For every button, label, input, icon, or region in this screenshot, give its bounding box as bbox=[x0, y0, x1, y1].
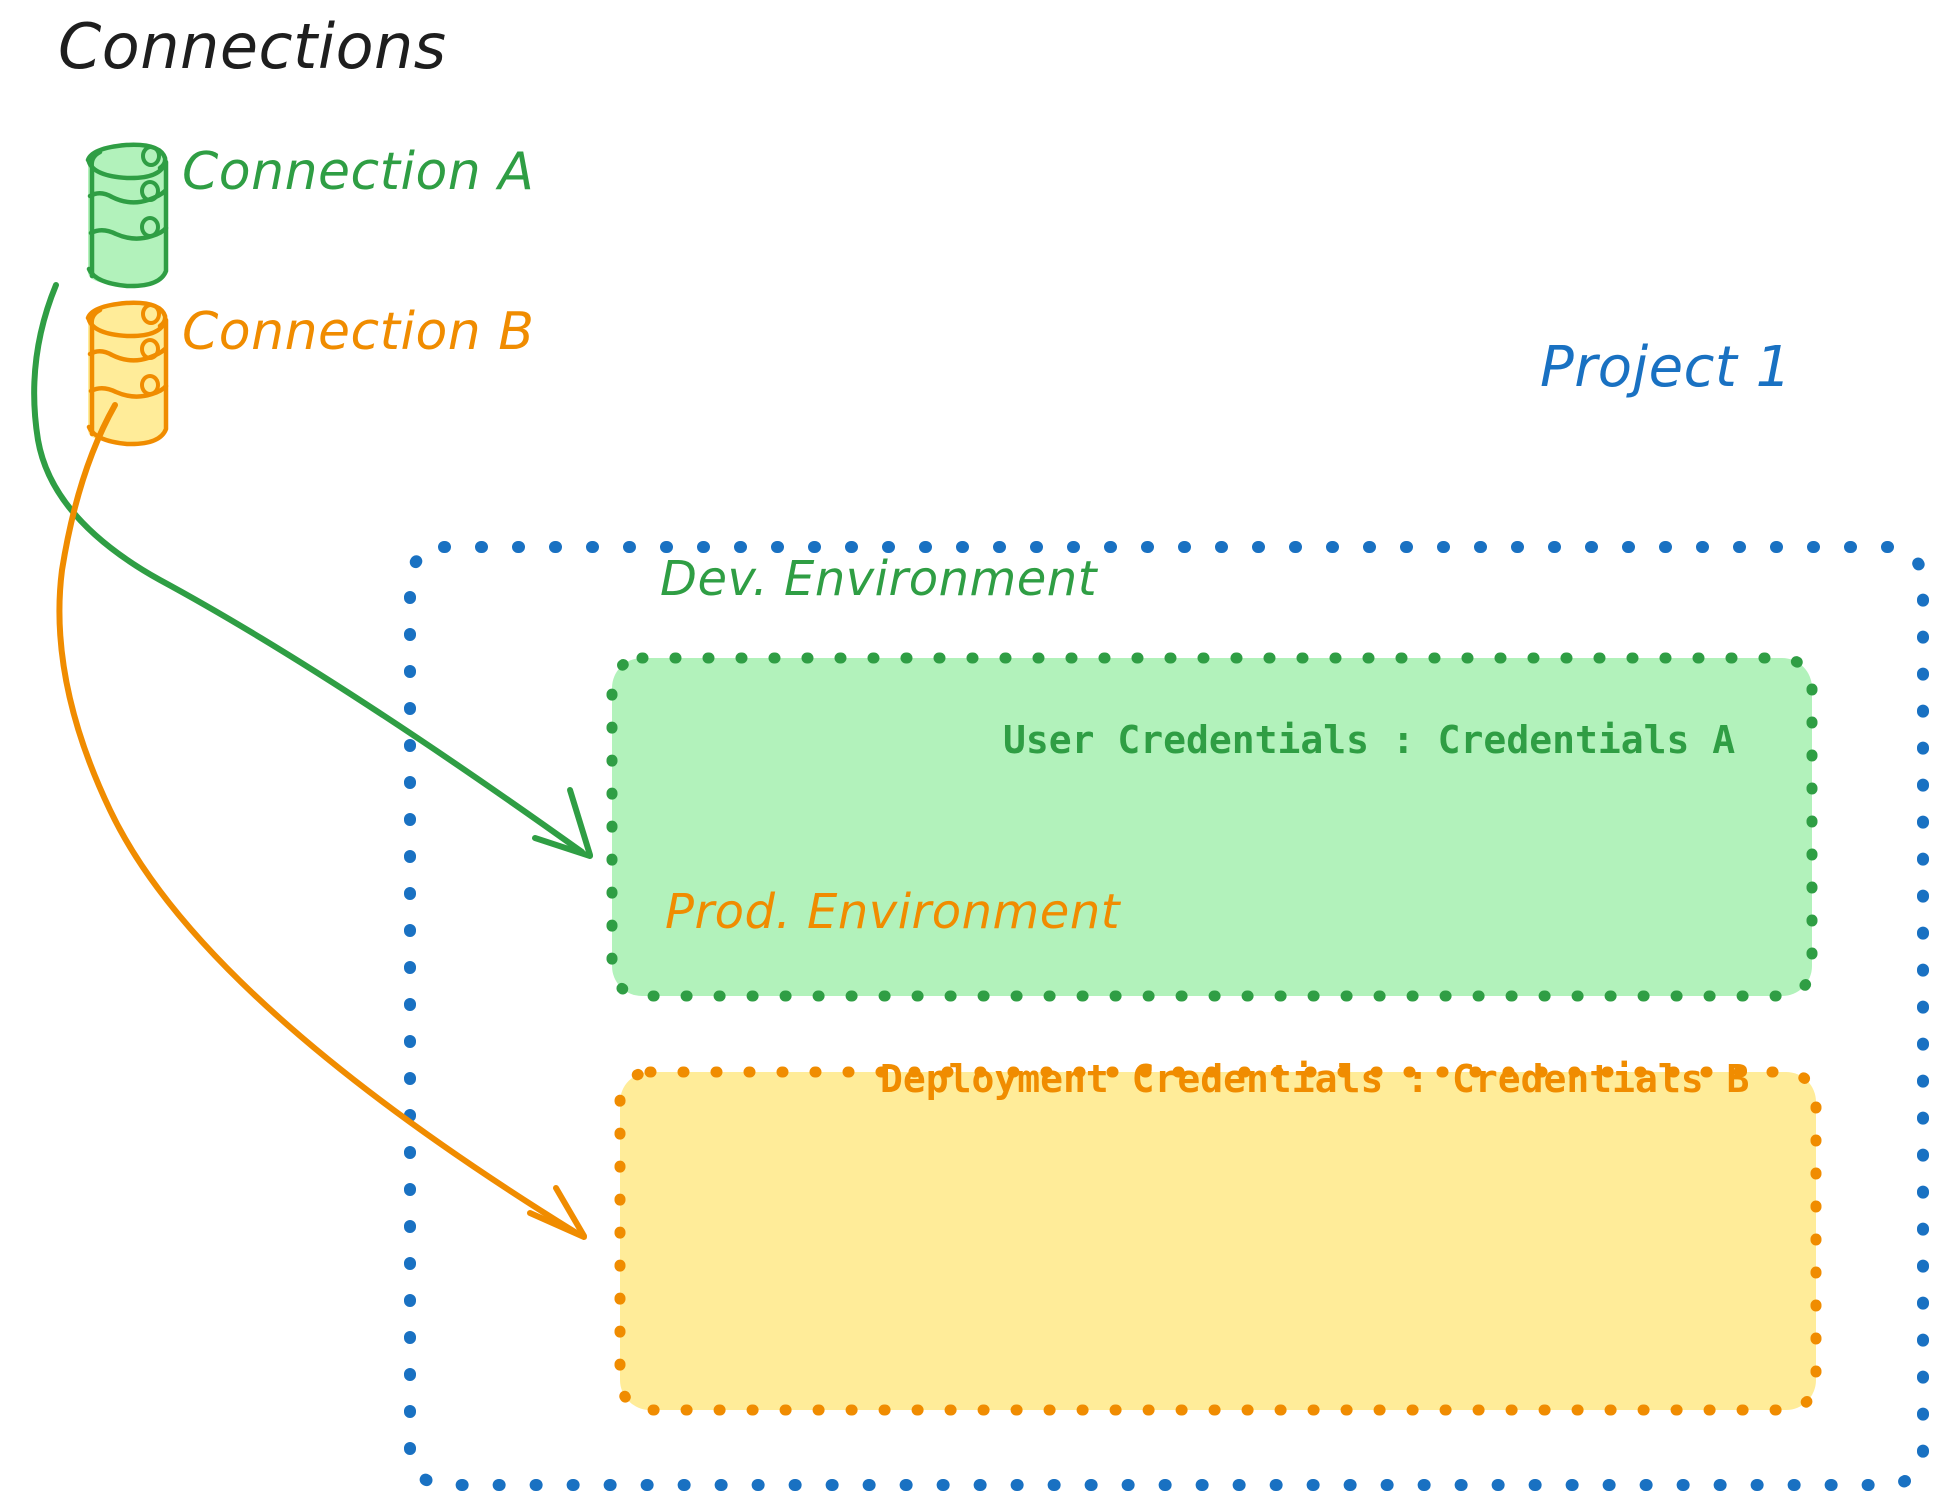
page-title: Connections bbox=[58, 10, 447, 83]
dev-environment-credentials: User Credentials : Credentials A bbox=[1003, 718, 1736, 762]
dev-environment-box[interactable] bbox=[606, 652, 1818, 1002]
connection-a-label[interactable]: Connection A bbox=[182, 142, 535, 202]
connection-b-database-icon[interactable] bbox=[85, 300, 169, 447]
prod-environment-box[interactable] bbox=[614, 1066, 1822, 1416]
project-1-container[interactable] bbox=[404, 541, 1929, 1491]
prod-environment-credentials: Deployment Credentials : Credentials B bbox=[880, 1057, 1750, 1101]
project-1-label: Project 1 bbox=[1540, 335, 1792, 400]
arrow-connection-a-to-dev bbox=[31, 282, 593, 859]
connection-a-database-icon[interactable] bbox=[85, 142, 169, 289]
arrow-connection-b-to-prod bbox=[56, 402, 587, 1240]
dev-environment-title: Dev. Environment bbox=[660, 551, 1098, 607]
connection-b-label[interactable]: Connection B bbox=[182, 302, 535, 362]
prod-environment-title: Prod. Environment bbox=[665, 884, 1121, 940]
